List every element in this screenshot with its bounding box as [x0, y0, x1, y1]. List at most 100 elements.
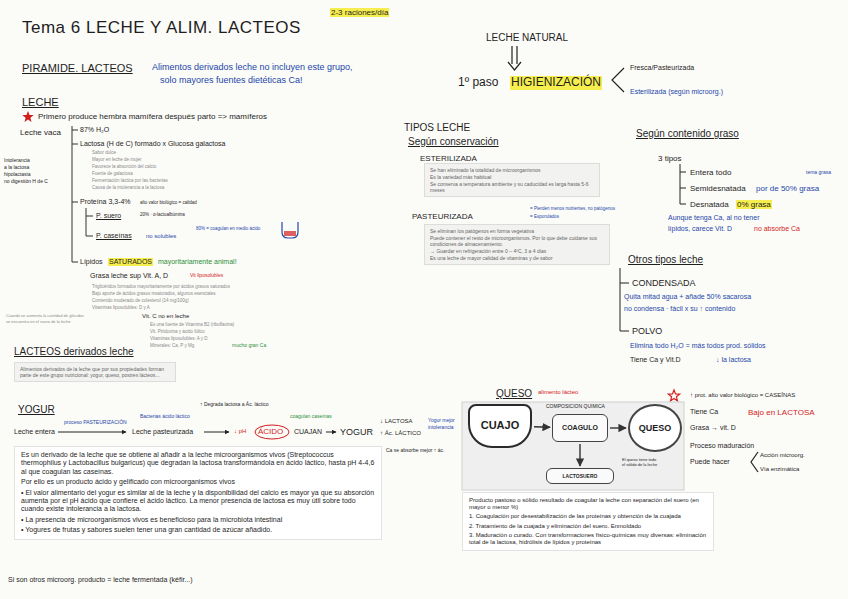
beaker-liquid — [284, 231, 296, 236]
node-text: Es una leche de mayor calidad de vitamin… — [430, 255, 604, 261]
note-label: COMPOSICION QUIMICA — [546, 404, 605, 410]
note-label: Sabor dulce — [92, 150, 116, 155]
note-label: P. suero — [96, 212, 121, 220]
note-label: Bajo en LACTOSA — [748, 408, 815, 417]
node-text: QUESO — [639, 423, 672, 434]
star-mark — [22, 111, 33, 122]
note-label: Cuando se aumenta la cantidad de glúcido… — [6, 314, 84, 319]
note-label: LECHE NATURAL — [486, 32, 568, 44]
note-label: ↑ Ác. LÁCTICO — [380, 430, 421, 437]
note-label: mayoritariamente animal! — [158, 258, 237, 266]
note-label: SATURADOS — [108, 258, 153, 266]
note-label: Leche pasteurizada — [132, 428, 193, 436]
node-text: Puede contener el resto de microorganism… — [430, 235, 604, 247]
brace-line — [72, 126, 78, 262]
note-label: Minerales: Ca, P y Mg — [150, 343, 194, 348]
note-label: 87% H₂O — [80, 126, 109, 134]
note-label: Grasa → vit. D — [690, 424, 736, 432]
note-label: no solubles — [146, 233, 176, 240]
note-label: ESTERILIZADA — [420, 154, 477, 163]
node-text: → Guardar en refrigeración entre 0 – 4ºC… — [430, 248, 604, 254]
node-text: Es un derivado de la leche que se obtien… — [21, 451, 375, 476]
note-label: Acción microorg. — [760, 452, 805, 459]
note-label: QUESO — [496, 388, 532, 400]
note-label: Bajo aporte de ácidos grasos insaturados… — [92, 291, 216, 296]
note-label: alimento lácteo — [538, 389, 578, 396]
note-label: ↑ Degrada lactosa a Ác. láctico — [200, 402, 269, 408]
note-label: el sólido de la leche — [622, 463, 657, 468]
node-text: LACTOSUERO — [563, 473, 598, 479]
note-label: Vitaminas liposolubles: D y A — [92, 305, 150, 310]
note-label: Causa de la intolerancia a la lactosa — [92, 185, 164, 190]
node-text: Se han eliminado la totalidad de microor… — [430, 167, 594, 173]
shape-node: LACTOSUERO — [546, 468, 614, 484]
node-text: Por ello es un producto ácido y gelifica… — [21, 478, 375, 486]
note-label: Ca se absorbe mejor ↑ ác. — [386, 448, 444, 454]
flow-arrow — [204, 432, 229, 433]
note-label: Yogur mejor — [428, 418, 455, 424]
node-text: • La presencia de microorganismos vivos … — [21, 516, 375, 524]
note-label: Fresca/Pasteurizada — [630, 64, 694, 72]
node-text: 2. Tratamiento de la cuajada y eliminaci… — [469, 523, 707, 530]
note-label: PASTEURIZADA — [412, 212, 473, 221]
bracket — [612, 68, 624, 92]
note-label: Si son otros microorg. producto = leche … — [8, 576, 193, 584]
note-label: Otros tipos leche — [628, 254, 703, 266]
node-text: Se eliminan los patógenos en forma veget… — [430, 228, 604, 234]
brace-line — [680, 164, 686, 204]
note-label: Elimina todo H₂O = más todos prod. sólid… — [630, 342, 766, 350]
note-label: Lactosa (H de C) formado x Glucosa galac… — [80, 140, 226, 148]
text-box: Alimentos derivados de la leche que por … — [14, 362, 176, 382]
note-label: CONDENSADA — [632, 278, 696, 288]
circle-mark — [255, 425, 289, 439]
text-box: Producto pastoso o sólido resultado de c… — [462, 492, 714, 551]
note-label: alto valor biológico = calidad — [140, 200, 197, 205]
note-label: Lípidos — [80, 258, 103, 266]
cheese-illustration — [462, 402, 684, 490]
brace-line — [86, 208, 93, 236]
note-label: ↓ LACTOSA — [380, 418, 413, 425]
note-label: Bacterias ácido láctico — [140, 414, 190, 420]
note-label: hipolactasia — [4, 172, 30, 178]
node-text: 3. Maduración o curado. Con transformaci… — [469, 532, 707, 546]
note-label: Según contenido graso — [636, 128, 739, 140]
note-label: TIPOS LECHE — [404, 122, 470, 134]
note-label: Vitaminas liposolubles: A y D — [150, 336, 207, 341]
shape-node: QUESO — [628, 404, 682, 452]
note-label: Entera todo — [690, 168, 731, 177]
note-label: no digestión H de C — [4, 179, 48, 185]
note-label: Quita mitad agua + añade 50% sacarosa — [624, 293, 751, 301]
note-label: Desnatada — [690, 200, 729, 209]
node-text: Producto pastoso o sólido resultado de c… — [469, 497, 707, 511]
note-label: P. caseínas — [96, 232, 132, 240]
note-label: Fermentación láctica por las bacterias — [92, 178, 168, 183]
note-label: YOGUR — [18, 404, 55, 416]
note-label: Intolerancia — [4, 158, 30, 164]
note-label: ÁCIDO — [258, 427, 283, 436]
note-label: = Pierden menos nutrientes, no patógenos — [530, 206, 615, 211]
note-label: Vía enzimática — [760, 466, 799, 473]
note-label: PIRAMIDE. LACTEOS — [22, 62, 133, 75]
note-label: 80% = coagulan en medio ácido — [196, 226, 260, 231]
text-box: Es un derivado de la leche que se obtien… — [14, 446, 382, 540]
note-label: Fuente de galactosa — [92, 171, 133, 176]
flow-arrow — [326, 432, 336, 433]
flow-arrow — [58, 432, 126, 433]
note-label: Proceso maduración — [690, 442, 754, 450]
note-label: 3 tipos — [658, 154, 682, 163]
note-label: Es una fuente de Vitamina B2 (riboflavin… — [150, 322, 234, 327]
note-label: Proteína 3,3-4% — [80, 198, 131, 206]
note-label: LACTEOS derivados leche — [14, 346, 134, 358]
node-text: • El valor alimentario del yogur es simi… — [21, 489, 375, 514]
note-label: Tiene Ca y Vit.D — [630, 356, 681, 364]
text-box: Se eliminan los patógenos en forma veget… — [424, 224, 610, 265]
note-label: Vit. C no en leche — [142, 313, 189, 320]
bracket — [751, 452, 758, 472]
beaker-icon — [282, 222, 298, 238]
node-text: 1. Coagulación por desestabilización de … — [469, 513, 707, 520]
note-label: ↓ pH — [234, 428, 246, 435]
note-label: Esterilizada (según microorg.) — [630, 88, 723, 96]
note-label: Leche vaca — [20, 128, 61, 137]
note-label: Vit. Piridoxina y ácido fólico — [150, 329, 205, 334]
note-label: Mayor en leche de mujer — [92, 157, 142, 162]
